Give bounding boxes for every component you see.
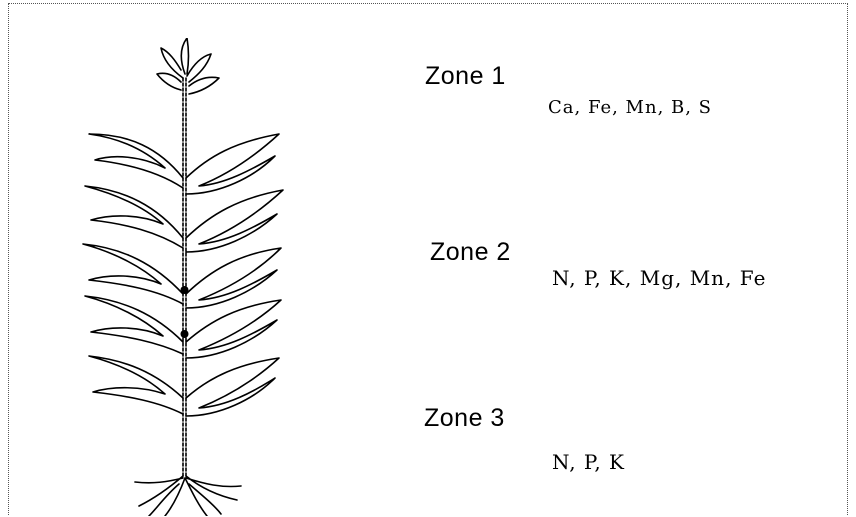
node-dot-2	[180, 330, 189, 338]
leaf-left-1	[88, 133, 184, 189]
zone-1-nutrients: Ca, Fe, Mn, B, S	[548, 97, 713, 118]
leaf-right-3	[185, 247, 282, 309]
leaf-left-4	[84, 295, 184, 355]
plant-illustration	[82, 38, 284, 516]
zone-3-nutrients: N, P, K	[552, 450, 625, 474]
leaf-right-5	[185, 357, 280, 417]
leaf-left-5	[88, 355, 184, 415]
leaf-right-2	[185, 189, 284, 253]
diagram-frame	[8, 3, 848, 516]
zone-2-title: Zone 2	[430, 238, 511, 266]
tassel	[156, 38, 220, 95]
leaf-right-1	[185, 133, 280, 195]
leaf-right-4	[185, 299, 282, 359]
leaf-left-3	[82, 243, 184, 305]
zone-3-title: Zone 3	[424, 404, 505, 432]
stem	[182, 77, 187, 479]
leaf-left-2	[84, 185, 184, 249]
zone-2-nutrients: N, P, K, Mg, Mn, Fe	[552, 266, 767, 290]
zone-1-title: Zone 1	[425, 62, 506, 90]
roots	[134, 475, 242, 516]
node-dot-1	[180, 286, 189, 294]
